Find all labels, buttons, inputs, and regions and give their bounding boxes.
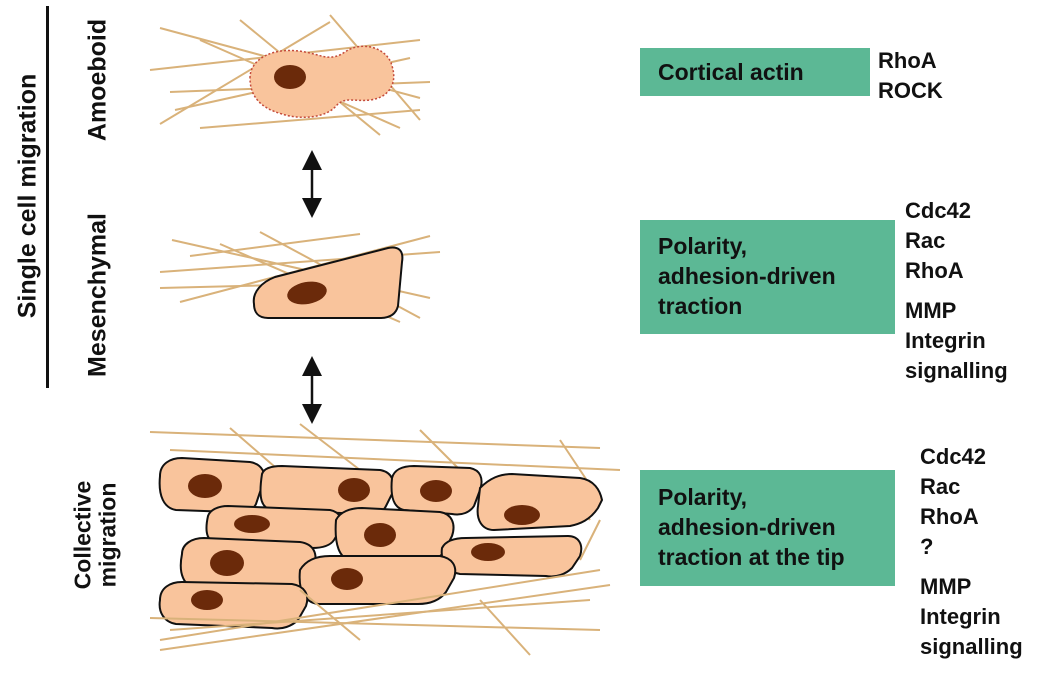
mesenchymal-molecules: Cdc42 Rac RhoA MMP Integrin signalling [905, 196, 1008, 386]
amoeboid-nucleus [274, 65, 306, 89]
molecule-label: Integrin [905, 326, 1008, 356]
box-line: Polarity, [658, 231, 895, 261]
box-line: Cortical actin [658, 57, 870, 87]
box-line: adhesion-driven [658, 512, 895, 542]
molecule-label: ROCK [878, 76, 943, 106]
cortical-actin-box: Cortical actin [640, 48, 870, 96]
molecule-label: ? [920, 532, 1023, 562]
box-line: Polarity, [658, 482, 895, 512]
collective-molecules: Cdc42 Rac RhoA ? MMP Integrin signalling [920, 442, 1023, 662]
molecule-label: Cdc42 [905, 196, 1008, 226]
box-line: traction at the tip [658, 542, 895, 572]
collective-cell [442, 536, 582, 577]
molecule-label: RhoA [878, 46, 943, 76]
collective-cell [478, 474, 602, 530]
molecule-label: Cdc42 [920, 442, 1023, 472]
molecule-label: RhoA [905, 256, 1008, 286]
molecule-label: MMP [905, 296, 1008, 326]
molecule-label: Rac [905, 226, 1008, 256]
box-line: traction [658, 291, 895, 321]
molecule-label: MMP [920, 572, 1023, 602]
molecule-label: signalling [920, 632, 1023, 662]
amoeboid-molecules: RhoA ROCK [878, 46, 943, 106]
amoeboid-cell [250, 46, 394, 117]
collective-mechanism-box: Polarity, adhesion-driven traction at th… [640, 470, 895, 586]
molecule-label: signalling [905, 356, 1008, 386]
molecule-label: Rac [920, 472, 1023, 502]
mesenchymal-mechanism-box: Polarity, adhesion-driven traction [640, 220, 895, 334]
mesenchymal-cell [254, 248, 403, 318]
molecule-label: RhoA [920, 502, 1023, 532]
molecule-label: Integrin [920, 602, 1023, 632]
box-line: adhesion-driven [658, 261, 895, 291]
